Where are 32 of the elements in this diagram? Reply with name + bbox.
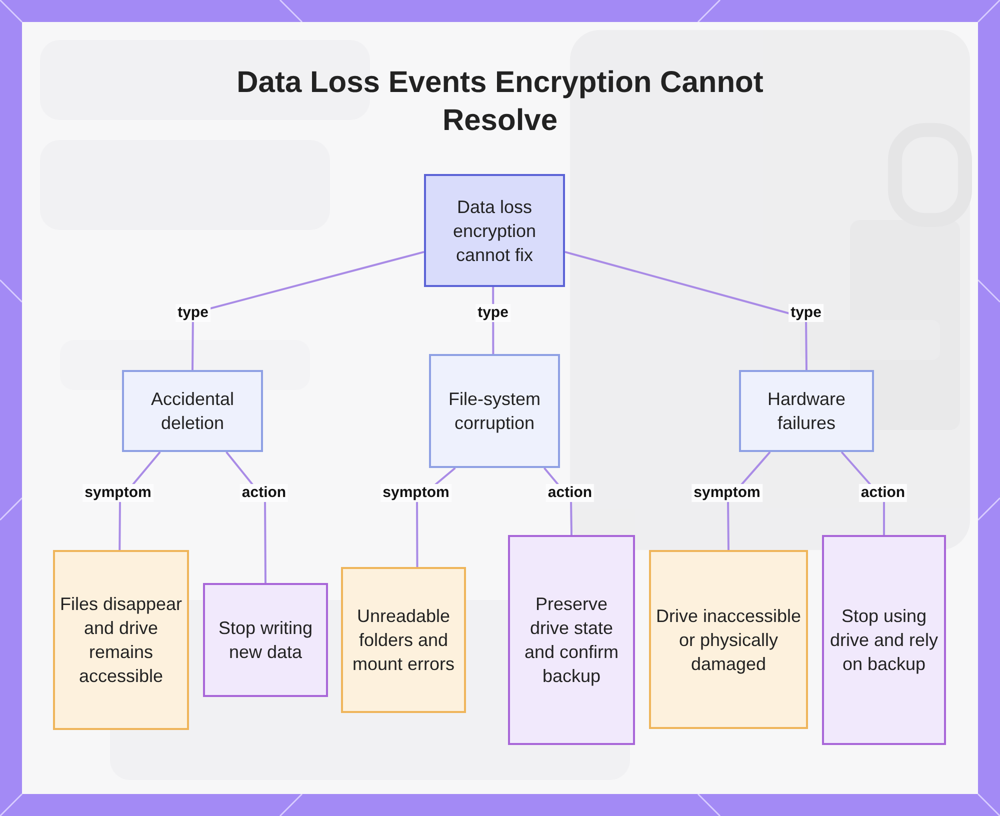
node-text: Stop writing new data xyxy=(217,617,314,664)
edge-label: action xyxy=(240,484,288,502)
symptom-box xyxy=(53,550,189,730)
category-box xyxy=(429,354,560,468)
node-text: Drive inaccessible or physically damaged xyxy=(655,604,802,676)
category-box xyxy=(739,370,874,452)
edge-label: symptom xyxy=(692,484,762,502)
edge-label: symptom xyxy=(380,484,452,502)
node-text: Accidental deletion xyxy=(150,388,236,435)
action-box xyxy=(203,583,328,697)
edge-label: type xyxy=(788,304,824,322)
node-text: Unreadable folders and mount errors xyxy=(351,605,456,676)
edge-label: action xyxy=(546,484,594,502)
edge-label: action xyxy=(858,484,908,502)
diagram-title: Data Loss Events Encryption Cannot Resolve xyxy=(236,65,764,139)
node-text: Hardware failures xyxy=(766,388,847,435)
edge-label: type xyxy=(176,304,210,322)
symptom-box xyxy=(341,567,466,713)
node-text: Stop using drive and rely on backup xyxy=(828,605,940,676)
action-box xyxy=(508,535,635,745)
node-text: Preserve drive state and confirm backup xyxy=(523,593,620,688)
root-node-box xyxy=(424,174,565,287)
symptom-box xyxy=(649,550,808,729)
action-box xyxy=(822,535,946,745)
edge-label: type xyxy=(476,304,510,322)
node-text: Files disappear and drive remains accessible xyxy=(59,593,183,688)
edge-label: symptom xyxy=(82,484,154,502)
node-text: File-system corruption xyxy=(447,388,542,435)
category-box xyxy=(122,370,263,452)
node-text: Data loss encryption cannot fix xyxy=(452,196,538,266)
connector-line xyxy=(192,251,424,370)
connector-line xyxy=(564,251,808,370)
